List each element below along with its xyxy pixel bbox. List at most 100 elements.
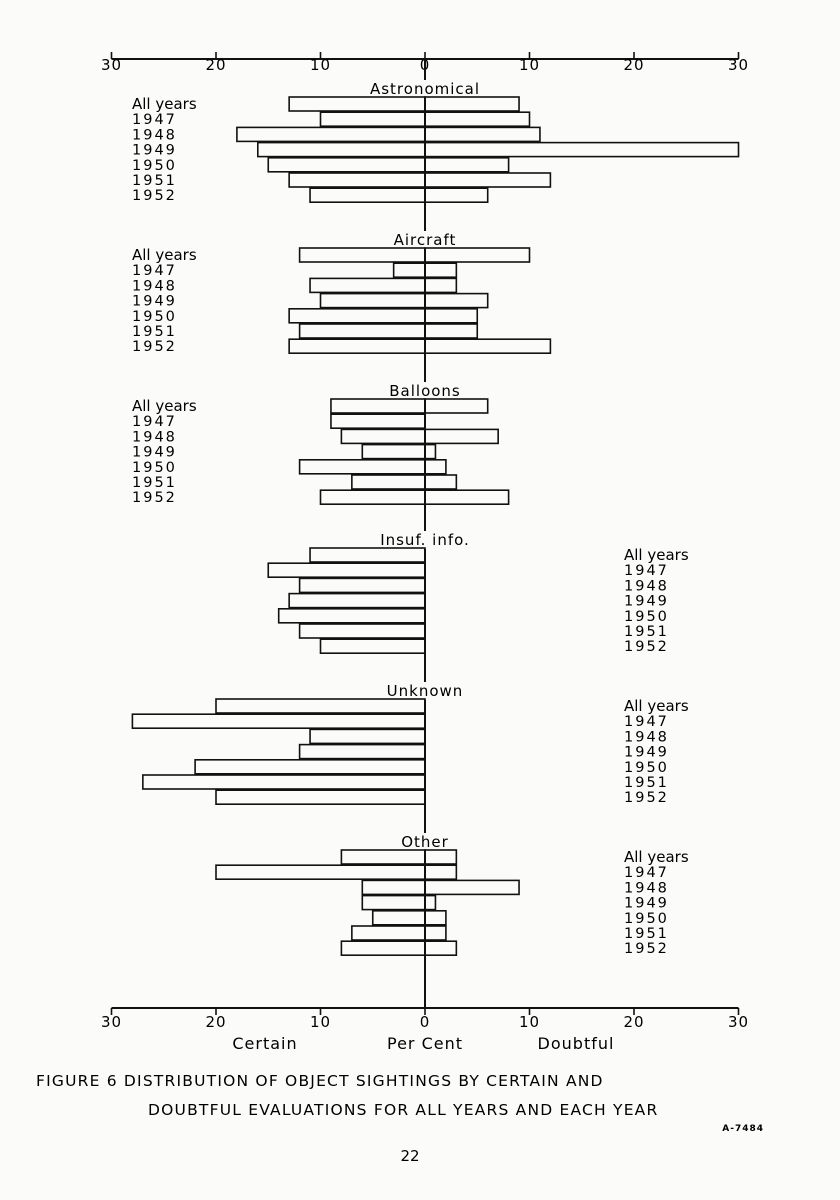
row-label-aircraft: 1952	[132, 339, 177, 355]
row-label-unknown: 1949	[624, 745, 669, 761]
bar-certain-unknown	[298, 743, 426, 760]
bar-certain-unknown	[215, 698, 426, 714]
bottom-tick-label: 20	[623, 1013, 644, 1031]
row-label-insuf-info: 1950	[624, 609, 669, 625]
top-tick-label: 30	[101, 56, 122, 74]
bar-certain-other	[340, 849, 426, 865]
row-label-astronomical: All years	[132, 95, 197, 113]
bar-certain-insuf-info	[298, 623, 426, 639]
bar-certain-aircraft	[288, 307, 426, 324]
bar-certain-insuf-info	[309, 547, 426, 563]
bar-doubtful-balloons	[424, 489, 510, 506]
group-title-other: Other	[401, 833, 449, 851]
bar-certain-other	[371, 909, 426, 926]
bar-certain-insuf-info	[319, 638, 426, 655]
bar-doubtful-aircraft	[424, 247, 531, 263]
bar-certain-astronomical	[309, 187, 426, 203]
figure-caption-line2: DOUBTFUL EVALUATIONS FOR ALL YEARS AND E…	[148, 1101, 658, 1119]
bar-certain-insuf-info	[298, 577, 426, 594]
group-title-mask	[384, 682, 466, 700]
bar-doubtful-aircraft	[424, 262, 458, 279]
row-label-balloons: All years	[132, 397, 197, 415]
bar-certain-astronomical	[288, 172, 426, 188]
bar-doubtful-other	[424, 909, 447, 926]
bar-doubtful-balloons	[424, 398, 489, 414]
row-label-balloons: 1952	[132, 490, 177, 506]
row-label-other: 1948	[624, 880, 669, 896]
bar-certain-other	[361, 894, 426, 911]
figure-caption-line1: FIGURE 6 DISTRIBUTION OF OBJECT SIGHTING…	[36, 1072, 604, 1090]
bar-certain-unknown	[215, 789, 426, 806]
top-tick-label: 20	[623, 56, 644, 74]
row-label-unknown: 1948	[624, 729, 669, 745]
bar-certain-astronomical	[319, 111, 426, 127]
row-label-astronomical: 1948	[132, 127, 177, 143]
bottom-tick-label: 0	[420, 1013, 431, 1031]
group-title-mask	[387, 382, 463, 400]
group-title-mask	[378, 531, 472, 549]
bar-certain-astronomical	[256, 141, 426, 158]
bar-doubtful-balloons	[424, 443, 437, 460]
row-label-unknown: 1950	[624, 760, 669, 776]
page-number: 22	[400, 1147, 419, 1165]
group-title-mask	[367, 80, 483, 98]
bar-certain-other	[340, 940, 426, 957]
bottom-tick-label: 10	[519, 1013, 540, 1031]
bar-certain-other	[361, 879, 426, 896]
bar-certain-aircraft	[298, 323, 426, 339]
row-label-aircraft: All years	[132, 246, 197, 264]
bar-certain-insuf-info	[267, 562, 426, 579]
figure-code: A-7484	[722, 1124, 764, 1134]
bar-doubtful-balloons	[424, 458, 447, 475]
bottom-tick-label: 20	[205, 1013, 226, 1031]
bar-doubtful-aircraft	[424, 338, 552, 355]
bar-certain-aircraft	[319, 292, 426, 309]
row-label-astronomical: 1951	[132, 173, 177, 189]
xlabel-certain: Certain	[232, 1034, 297, 1053]
bottom-tick-label: 10	[310, 1013, 331, 1031]
xlabel-doubtful: Doubtful	[538, 1034, 615, 1053]
group-title-astronomical: Astronomical	[370, 80, 480, 98]
bar-certain-aircraft	[288, 338, 426, 355]
row-label-unknown: All years	[624, 697, 689, 715]
bar-certain-other	[351, 925, 426, 941]
row-label-insuf-info: All years	[624, 546, 689, 564]
row-label-other: 1952	[624, 941, 669, 957]
bar-doubtful-other	[424, 894, 437, 911]
row-label-insuf-info: 1952	[624, 639, 669, 655]
bar-certain-aircraft	[298, 247, 426, 263]
bar-doubtful-balloons	[424, 428, 499, 445]
bar-certain-balloons	[298, 458, 426, 475]
bar-certain-unknown	[309, 728, 426, 745]
top-tick-label: 10	[519, 56, 540, 74]
row-label-aircraft: 1949	[132, 294, 177, 310]
bar-certain-astronomical	[236, 126, 426, 143]
bottom-tick-label: 30	[101, 1013, 122, 1031]
bar-certain-unknown	[194, 758, 426, 775]
bar-certain-unknown	[131, 713, 426, 730]
row-label-astronomical: 1952	[132, 188, 177, 204]
bar-certain-insuf-info	[277, 607, 426, 624]
bar-certain-balloons	[330, 398, 426, 414]
row-label-insuf-info: 1947	[624, 563, 669, 579]
group-title-mask	[399, 833, 451, 851]
bar-doubtful-aircraft	[424, 292, 489, 309]
bar-doubtful-aircraft	[424, 277, 458, 294]
bar-certain-insuf-info	[288, 592, 426, 609]
bar-doubtful-other	[424, 940, 458, 957]
group-title-mask	[391, 231, 459, 249]
top-tick-label: 20	[205, 56, 226, 74]
top-tick-label: 30	[728, 56, 749, 74]
bar-certain-other	[215, 864, 426, 881]
bar-certain-astronomical	[288, 96, 426, 112]
xlabel-per-cent: Per Cent	[387, 1034, 463, 1053]
bottom-tick-label: 30	[728, 1013, 749, 1031]
group-title-insuf-info: Insuf. info.	[380, 531, 470, 549]
row-label-astronomical: 1949	[132, 143, 177, 159]
bar-certain-balloons	[351, 474, 426, 490]
bar-certain-astronomical	[267, 157, 426, 173]
row-label-other: 1951	[624, 926, 669, 942]
row-label-balloons: 1949	[132, 445, 177, 461]
row-label-other: 1947	[624, 865, 669, 881]
